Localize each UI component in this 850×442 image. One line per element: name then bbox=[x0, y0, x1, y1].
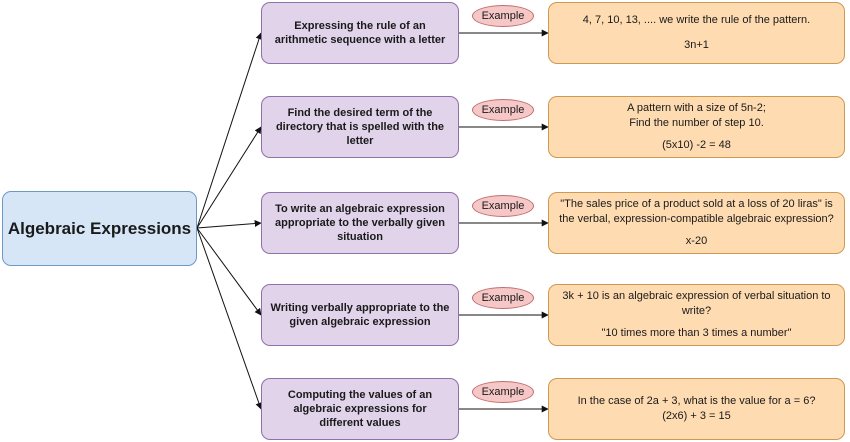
root-to-concept-arrow-3 bbox=[196, 220, 262, 229]
concept-node-2: Find the desired term of the directory t… bbox=[261, 96, 459, 158]
root-label: Algebraic Expressions bbox=[7, 218, 192, 238]
example-line: x-20 bbox=[685, 235, 708, 248]
example-tag-2: Example bbox=[472, 99, 534, 121]
concept-label: Find the desired term of the directory t… bbox=[275, 106, 445, 148]
example-node-2: A pattern with a size of 5n-2; Find the n… bbox=[548, 96, 845, 158]
example-tag-5: Example bbox=[472, 381, 534, 403]
concept-node-3: To write an algebraic expression appropr… bbox=[261, 192, 459, 254]
concept-node-4: Writing verbally appropriate to the give… bbox=[261, 284, 459, 346]
example-tag-4: Example bbox=[472, 287, 534, 309]
root-to-concept-arrow-5 bbox=[196, 227, 263, 410]
example-line: 4, 7, 10, 13, .... we write the rule of … bbox=[582, 14, 811, 27]
concept-label: Computing the values of an algebraic exp… bbox=[287, 388, 433, 430]
example-line: "10 times more than 3 times a number" bbox=[601, 327, 792, 340]
example-line: (2x6) + 3 = 15 bbox=[662, 410, 731, 422]
root-node: Algebraic Expressions bbox=[2, 191, 197, 266]
example-line: "The sales price of a product sold at a … bbox=[559, 198, 834, 225]
example-node-3: "The sales price of a product sold at a … bbox=[548, 192, 845, 254]
root-to-concept-arrow-2 bbox=[196, 126, 262, 229]
example-node-4: 3k + 10 is an algebraic expression of ve… bbox=[548, 284, 845, 346]
example-line: 3k + 10 is an algebraic expression of ve… bbox=[562, 290, 831, 317]
concept-label: Expressing the rule of an arithmetic seq… bbox=[274, 19, 446, 46]
example-node-1: 4, 7, 10, 13, .... we write the rule of … bbox=[548, 2, 845, 64]
example-node-5: In the case of 2a + 3, what is the value… bbox=[548, 378, 845, 440]
example-tag-1: Example bbox=[472, 5, 534, 27]
root-to-concept-arrow-4 bbox=[196, 227, 262, 316]
example-line: Find the number of step 10. bbox=[629, 116, 764, 129]
example-line: In the case of 2a + 3, what is the value… bbox=[577, 395, 816, 408]
root-to-concept-arrow-1 bbox=[196, 32, 263, 229]
example-line: A pattern with a size of 5n-2; bbox=[627, 102, 766, 114]
concept-node-5: Computing the values of an algebraic exp… bbox=[261, 378, 459, 440]
example-line: (5x10) -2 = 48 bbox=[662, 139, 731, 152]
concept-label: Writing verbally appropriate to the give… bbox=[270, 301, 450, 328]
example-tag-3: Example bbox=[472, 195, 534, 217]
concept-node-1: Expressing the rule of an arithmetic seq… bbox=[261, 2, 459, 64]
example-line: 3n+1 bbox=[684, 39, 709, 51]
concept-label: To write an algebraic expression appropr… bbox=[275, 202, 445, 244]
